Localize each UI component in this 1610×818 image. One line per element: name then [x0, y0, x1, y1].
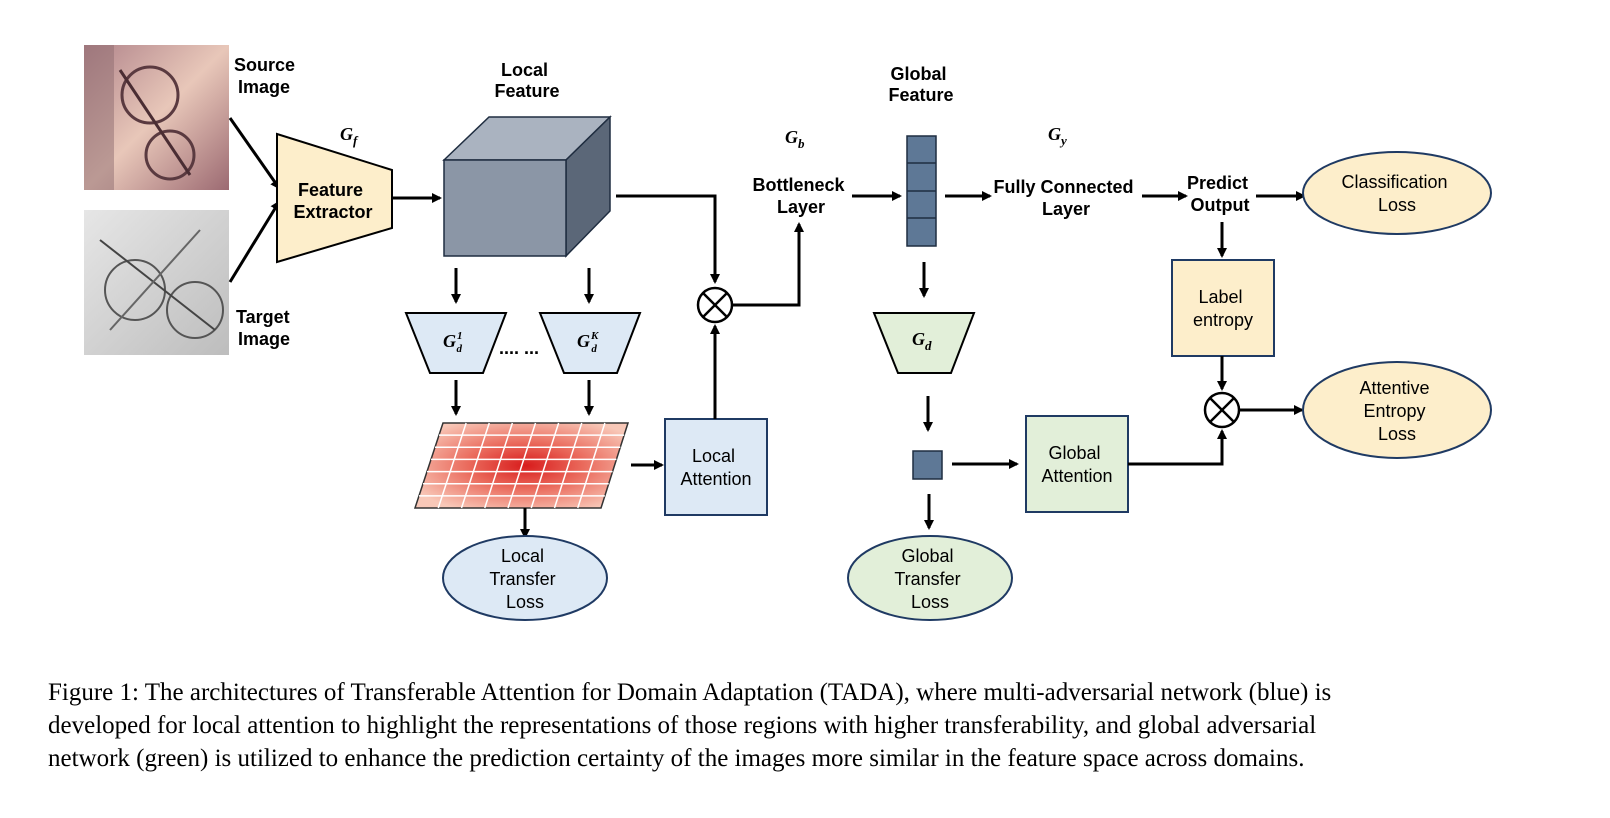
- global-feature-label: Global Feature: [888, 64, 953, 105]
- feature-to-multiply-arrow: [616, 194, 720, 284]
- gd-symbol: Gd: [912, 329, 932, 353]
- global-transfer-loss-label: Global Transfer Loss: [894, 546, 965, 612]
- gf-symbol: Gf: [340, 124, 359, 148]
- multiply-node-global: [1203, 391, 1241, 429]
- local-discriminator-k: [538, 312, 642, 374]
- global-feature-vector: [906, 135, 937, 247]
- local-feature-label: Local Feature: [494, 60, 559, 101]
- discriminator-ellipsis: .... ...: [499, 338, 539, 358]
- fully-connected-label: Fully Connected Layer: [993, 177, 1138, 219]
- target-image: [84, 210, 229, 355]
- predict-output-label: Predict Output: [1187, 173, 1253, 215]
- local-attention-box: [664, 418, 768, 516]
- attentive-entropy-loss: [1302, 361, 1492, 459]
- global-transfer-loss: [847, 535, 1013, 621]
- label-entropy-box: [1171, 259, 1275, 357]
- attention-heatmap: [413, 422, 630, 509]
- gb-symbol: Gb: [785, 127, 805, 151]
- target-image-label: Target Image: [236, 307, 295, 349]
- figure-caption: Figure 1: The architectures of Transfera…: [48, 676, 1568, 775]
- target-arrow: [228, 200, 281, 283]
- local-feature-cube: [442, 115, 612, 258]
- global-attention-label: Global Attention: [1041, 443, 1112, 486]
- source-image: [84, 45, 229, 190]
- local-transfer-loss-label: Local Transfer Loss: [489, 546, 560, 612]
- classification-loss-label: Classification Loss: [1341, 172, 1452, 215]
- multiply-to-bottleneck-arrow: [732, 222, 804, 307]
- caption-line: developed for local attention to highlig…: [48, 712, 1317, 739]
- local-discriminator-1: [404, 312, 508, 374]
- global-attention-to-multiply-arrow: [1128, 429, 1227, 466]
- bottleneck-label: Bottleneck Layer: [752, 175, 849, 217]
- feature-extractor-label: Feature Extractor: [293, 180, 372, 222]
- label-entropy-label: Label entropy: [1193, 287, 1253, 330]
- local-transfer-loss: [442, 535, 608, 621]
- caption-line: network (green) is utilized to enhance t…: [48, 745, 1305, 772]
- feature-extractor: [276, 132, 393, 264]
- global-discriminator-output: [912, 450, 943, 480]
- classification-loss: [1302, 151, 1492, 235]
- gy-symbol: Gy: [1048, 124, 1067, 148]
- global-discriminator: [872, 312, 976, 374]
- caption-line: Figure 1: The architectures of Transfera…: [48, 679, 1332, 706]
- global-attention-box: [1025, 415, 1129, 513]
- attentive-entropy-loss-label: Attentive Entropy Loss: [1359, 378, 1434, 444]
- local-attention-label: Local Attention: [680, 446, 751, 489]
- multiply-node-local: [696, 286, 734, 324]
- source-arrow: [228, 117, 281, 190]
- source-image-label: Source Image: [234, 55, 300, 97]
